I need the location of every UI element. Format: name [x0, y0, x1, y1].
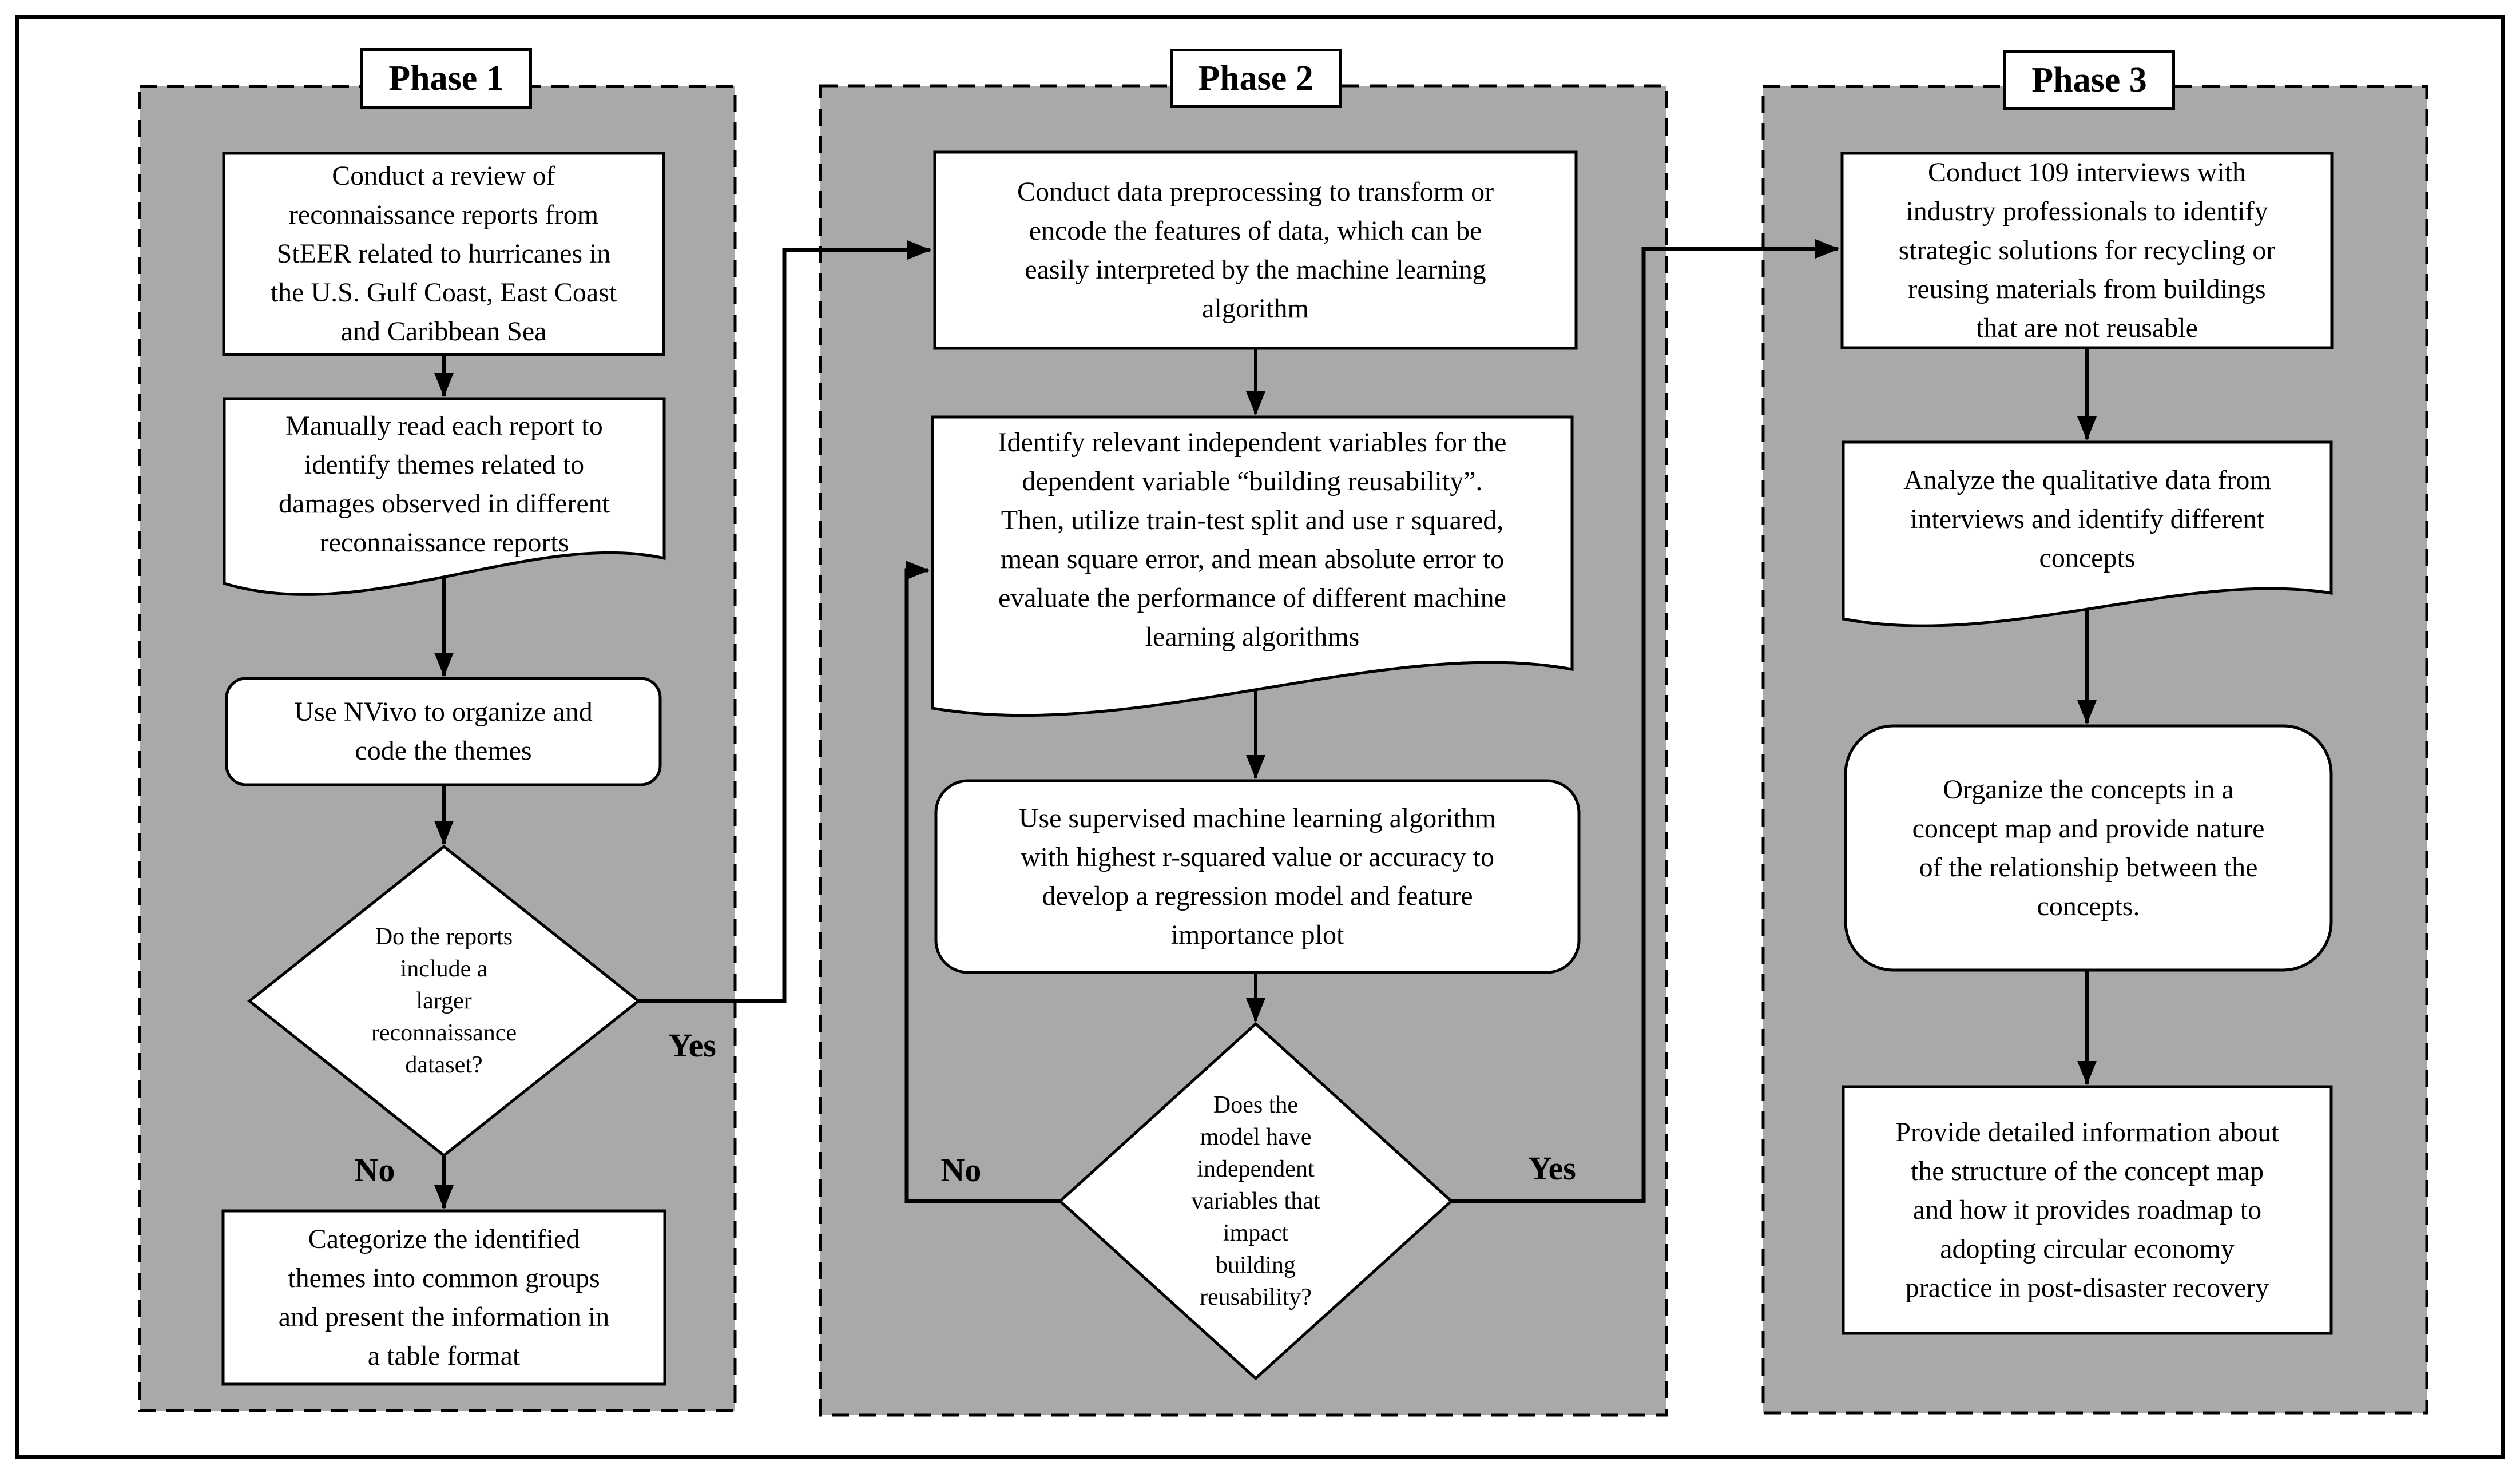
phase2-yes-label: Yes: [1528, 1150, 1576, 1187]
phase3-step2-text: Analyze the qualitative data from interv…: [1903, 465, 2271, 573]
phase1-decision-text: Do the reports include a larger reconnai…: [371, 924, 517, 1078]
phase2-step2-document: [931, 415, 1574, 717]
phase3-step4-text: Provide detailed information about the s…: [1895, 1117, 2279, 1303]
phase1-no-label: No: [354, 1151, 395, 1189]
phase1-title: Phase 1: [360, 48, 532, 109]
phase2-step1-text: Conduct data preprocessing to transform …: [1017, 176, 1494, 324]
phase1-step1-text: Conduct a review of reconnaissance repor…: [270, 161, 617, 347]
phase1-step2-text: Manually read each report to identify th…: [279, 411, 610, 558]
phase1-step4-box: [221, 1209, 666, 1386]
phase1-step3-text: Use NVivo to organize and code the theme…: [294, 697, 593, 766]
outer-frame: [15, 15, 2505, 1459]
phase1-yes-label: Yes: [668, 1027, 716, 1064]
phase1-step1-box: [222, 152, 665, 356]
phase2-step3-text: Use supervised machine learning algorith…: [1018, 802, 1497, 950]
phase2-step1-box: [933, 150, 1578, 350]
phase2-decision-diamond: [1058, 1022, 1454, 1381]
yes-connector-phase2-to-phase3: [1451, 239, 1839, 1203]
phase3-step1-text: Conduct 109 interviews with industry pro…: [1898, 157, 2276, 343]
phase2-decision-text: Does the model have independent variable…: [1191, 1092, 1320, 1310]
phase1-step2-document: [223, 397, 666, 596]
phase3-step1-box: [1840, 152, 2334, 349]
no-loop-connector-phase2: [904, 561, 1060, 1203]
phase1-step4-text: Categorize the identified themes into co…: [278, 1223, 610, 1371]
phase3-step4-box: [1842, 1085, 2333, 1335]
phase3-step3-text: Organize the concepts in a concept map a…: [1912, 774, 2265, 921]
phase2-step2-text: Identify relevant independent variables …: [998, 427, 1507, 652]
yes-connector-phase1-to-phase2: [638, 240, 931, 1003]
phase2-title: Phase 2: [1170, 49, 1342, 108]
phase3-title: Phase 3: [2003, 50, 2175, 110]
phase3-step2-document: [1842, 440, 2333, 627]
phase2-no-label: No: [940, 1151, 982, 1189]
